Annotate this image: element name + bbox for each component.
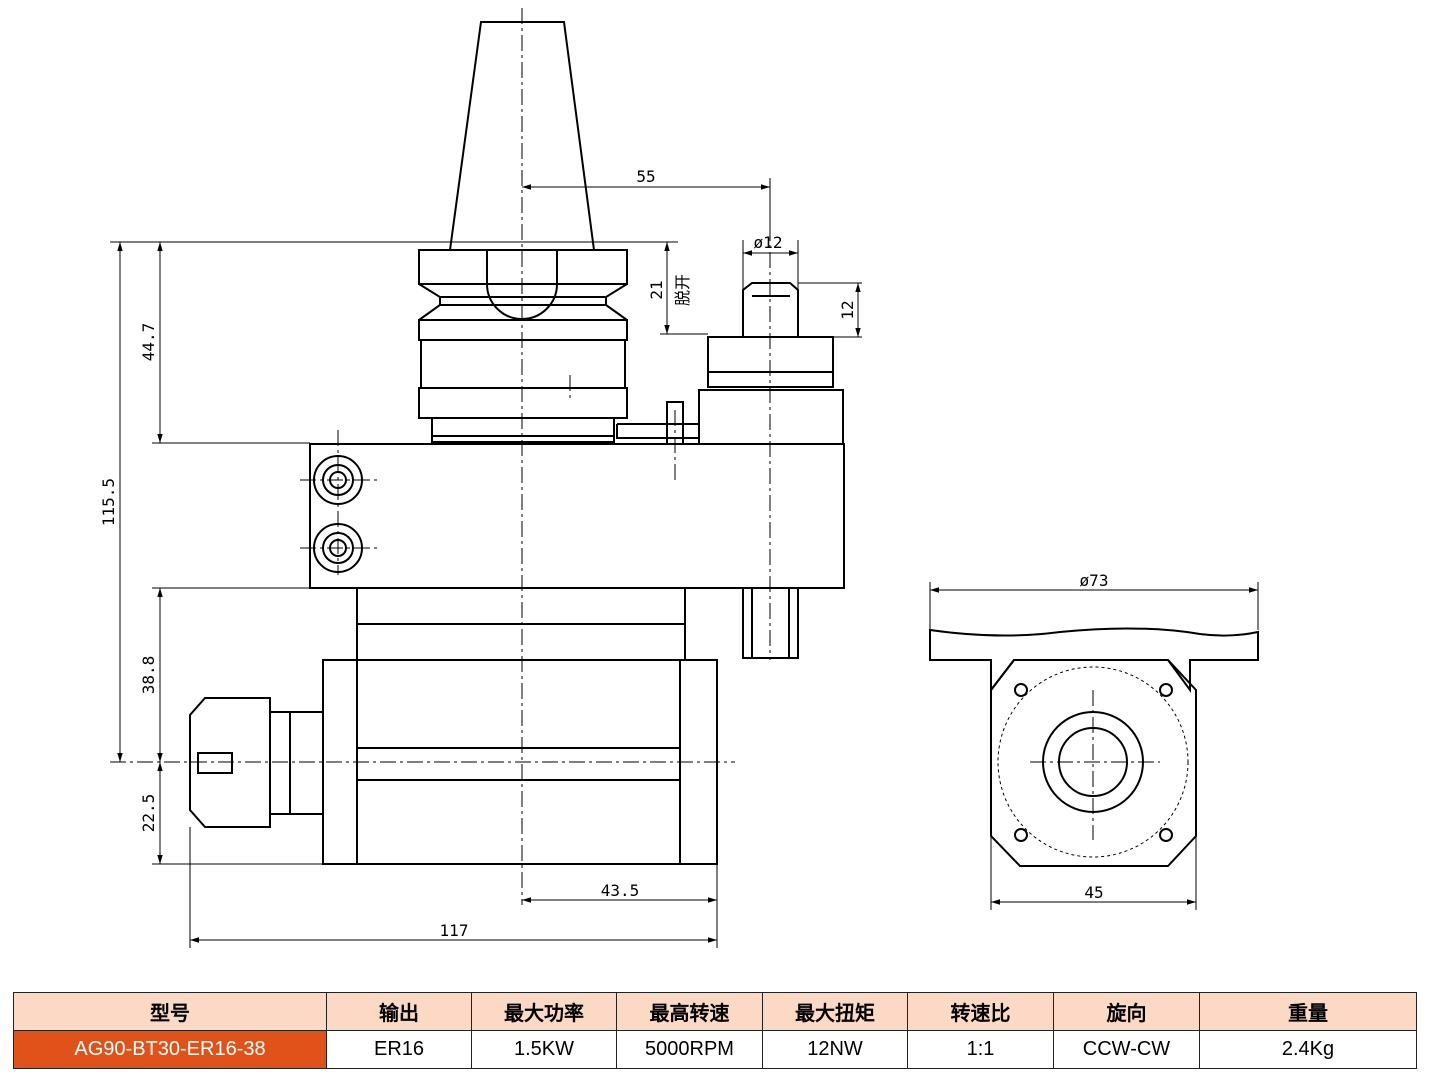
side-body: [990, 659, 1197, 867]
value-max-torque: 12NW: [762, 1030, 908, 1069]
side-flange: [929, 627, 1259, 694]
value-rotation: CCW-CW: [1053, 1030, 1200, 1069]
header-rotation: 旋向: [1053, 992, 1200, 1031]
header-max-power: 最大功率: [471, 992, 617, 1031]
release-note: 脱开: [673, 274, 692, 306]
dim-55: 55: [636, 167, 655, 186]
spec-value-row: AG90-BT30-ER16-38 ER16 1.5KW 5000RPM 12N…: [13, 1030, 1417, 1069]
dim-12: 12: [838, 300, 857, 319]
header-weight: 重量: [1199, 992, 1417, 1031]
center-lines: [110, 8, 1160, 905]
collet-nut: [189, 697, 271, 828]
dim-38-8: 38.8: [139, 656, 158, 695]
flange-lower: [418, 319, 628, 341]
technical-drawing: 55 ø12 21 脱开 12 44.7 115.5 38.8 22.5 43.…: [99, 8, 1259, 948]
header-output: 输出: [326, 992, 472, 1031]
dim-21: 21: [647, 280, 666, 299]
spindle-body: [420, 339, 626, 389]
dim-115-5: 115.5: [99, 478, 118, 526]
value-weight: 2.4Kg: [1199, 1030, 1417, 1069]
spec-table: 型号 输出 最大功率 最高转速 最大扭矩 转速比 旋向 重量 AG90-BT30…: [13, 992, 1417, 1069]
header-max-torque: 最大扭矩: [762, 992, 908, 1031]
dim-44-7: 44.7: [139, 323, 158, 362]
value-output: ER16: [326, 1030, 472, 1069]
front-view: [189, 21, 845, 865]
dim-22-5: 22.5: [139, 794, 158, 833]
dimension-labels: 55 ø12 21 脱开 12 44.7 115.5 38.8 22.5 43.…: [99, 167, 1108, 940]
dim-117: 117: [440, 921, 469, 940]
dim-45: 45: [1084, 883, 1103, 902]
dim-phi12: ø12: [754, 233, 783, 252]
header-ratio: 转速比: [907, 992, 1054, 1031]
spec-header-row: 型号 输出 最大功率 最高转速 最大扭矩 转速比 旋向 重量: [13, 992, 1417, 1031]
dim-43-5: 43.5: [601, 881, 640, 900]
value-ratio: 1:1: [907, 1030, 1054, 1069]
value-max-power: 1.5KW: [471, 1030, 617, 1069]
dim-phi73: ø73: [1080, 571, 1109, 590]
main-housing: [309, 443, 845, 589]
value-max-speed: 5000RPM: [616, 1030, 763, 1069]
header-model: 型号: [13, 992, 327, 1031]
header-max-speed: 最高转速: [616, 992, 763, 1031]
flange-top: [418, 249, 628, 285]
side-view: [929, 627, 1259, 867]
value-model: AG90-BT30-ER16-38: [13, 1030, 327, 1069]
dimension-lines: [110, 178, 1259, 948]
